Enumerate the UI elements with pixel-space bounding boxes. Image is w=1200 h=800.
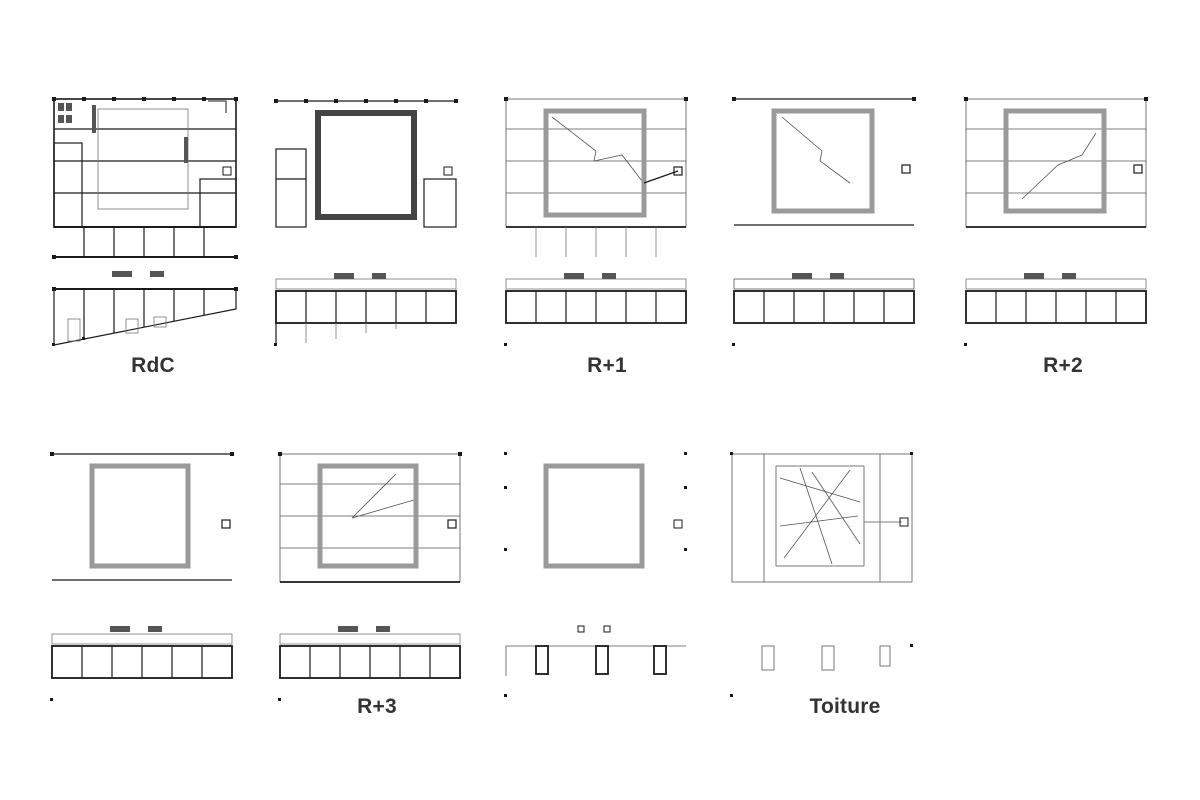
plan-r2 xyxy=(962,95,1152,350)
r2-drawing xyxy=(964,97,1148,346)
r1-upper-drawing xyxy=(732,97,916,346)
plan-label-rdc: RdC xyxy=(131,354,175,377)
r3-upper-drawing xyxy=(504,452,687,697)
plan-r1-upper xyxy=(730,95,920,350)
rdc-drawing xyxy=(52,97,238,346)
plan-mezzanine xyxy=(272,95,462,350)
plan-r1 xyxy=(502,95,692,350)
plan-r2-upper xyxy=(48,450,238,705)
plan-label-r3: R+3 xyxy=(357,695,397,718)
plan-r3 xyxy=(276,450,466,705)
plan-label-r1: R+1 xyxy=(587,354,627,377)
r2-upper-drawing xyxy=(50,452,234,701)
mezzanine-drawing xyxy=(274,99,458,346)
plan-rdc xyxy=(50,95,240,350)
plan-toiture xyxy=(728,450,918,705)
r3-drawing xyxy=(278,452,462,701)
plan-label-r2: R+2 xyxy=(1043,354,1083,377)
toiture-drawing xyxy=(730,452,913,697)
r1-drawing xyxy=(504,97,688,346)
plan-label-toiture: Toiture xyxy=(809,695,881,718)
plan-r3-upper xyxy=(502,450,692,705)
